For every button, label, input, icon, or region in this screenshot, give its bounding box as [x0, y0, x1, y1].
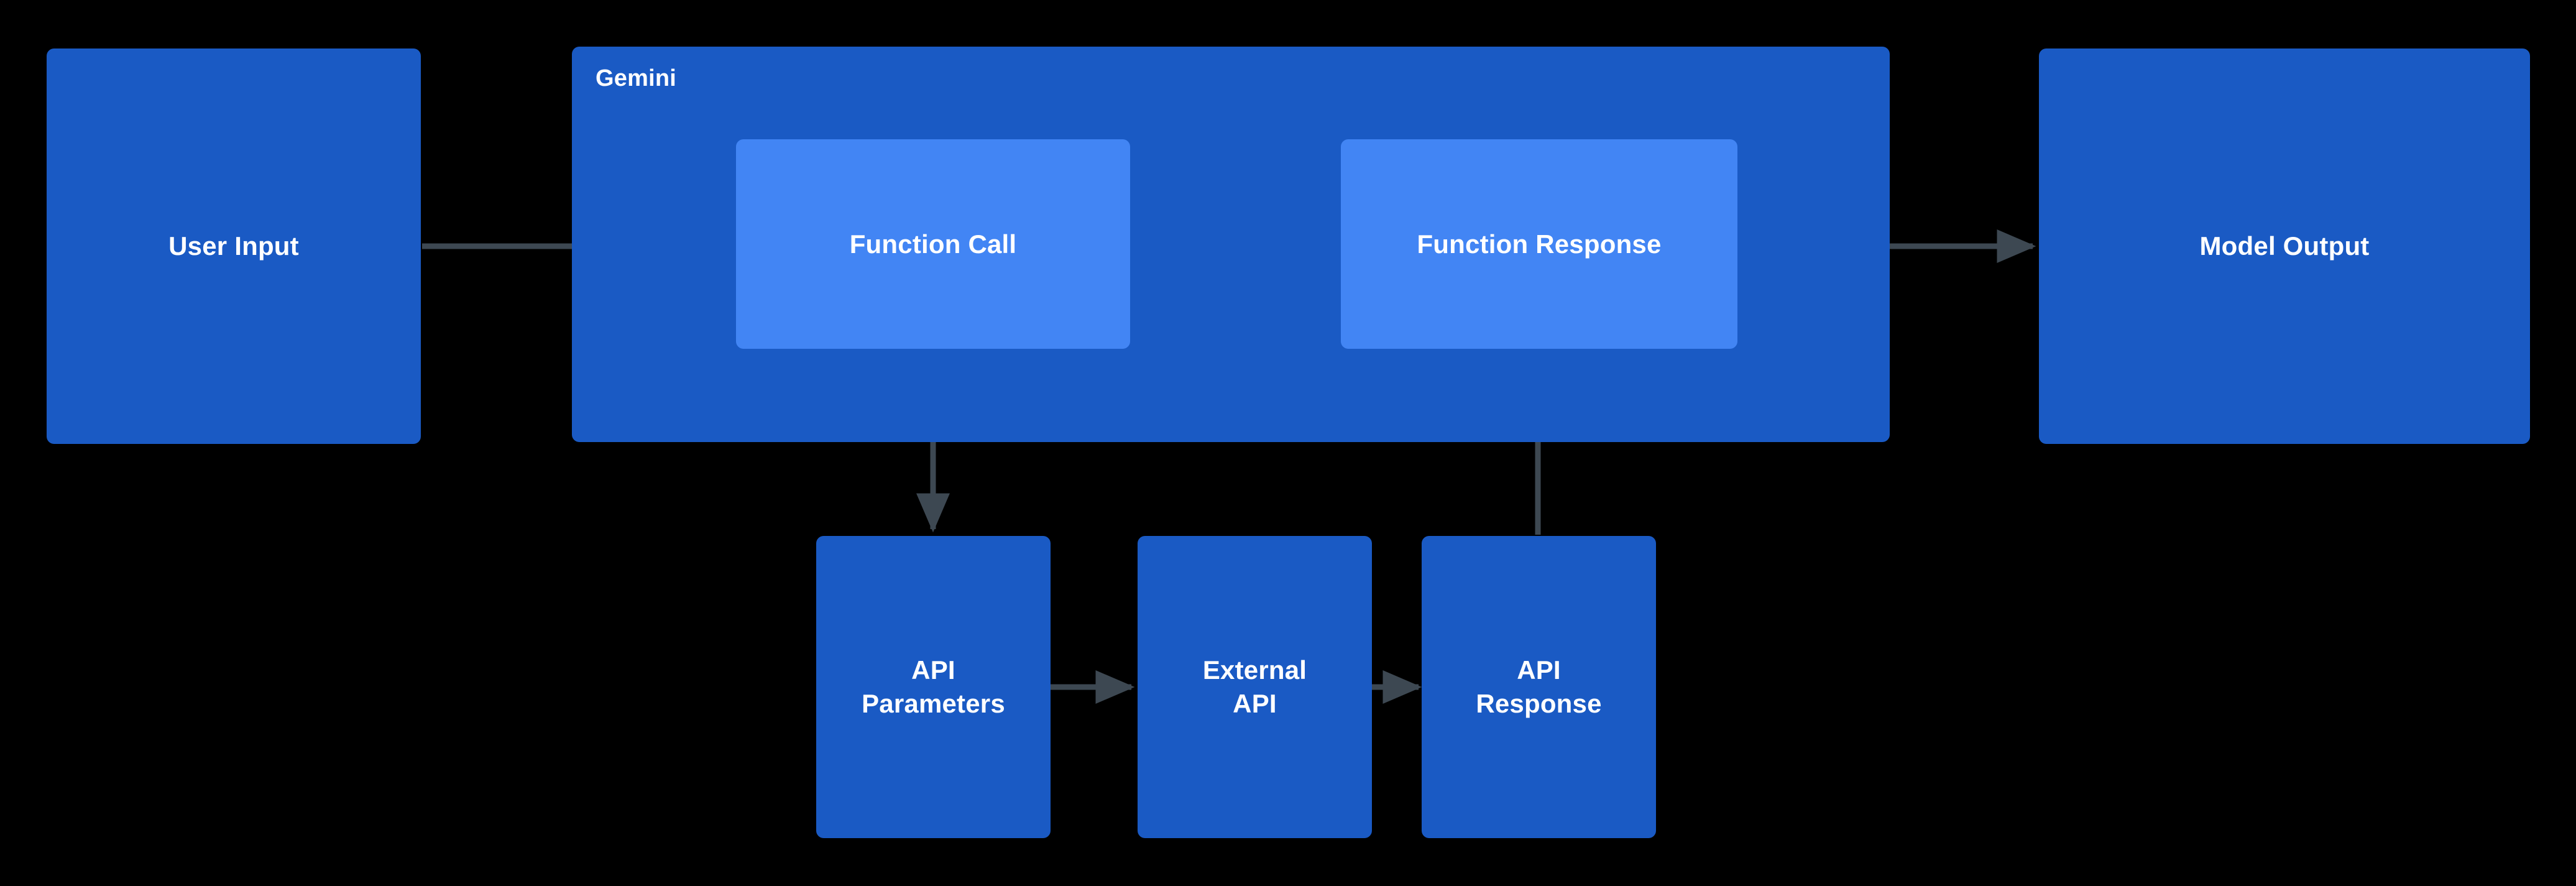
node-function-call[interactable]: Function Call — [736, 139, 1130, 349]
node-external-api[interactable]: External API — [1138, 536, 1372, 838]
node-api-parameters[interactable]: API Parameters — [816, 536, 1051, 838]
node-function-response[interactable]: Function Response — [1341, 139, 1737, 349]
node-model-output[interactable]: Model Output — [2039, 48, 2530, 444]
group-gemini-label: Gemini — [596, 65, 677, 91]
node-api-response[interactable]: API Response — [1422, 536, 1656, 838]
node-user-input[interactable]: User Input — [47, 48, 421, 444]
